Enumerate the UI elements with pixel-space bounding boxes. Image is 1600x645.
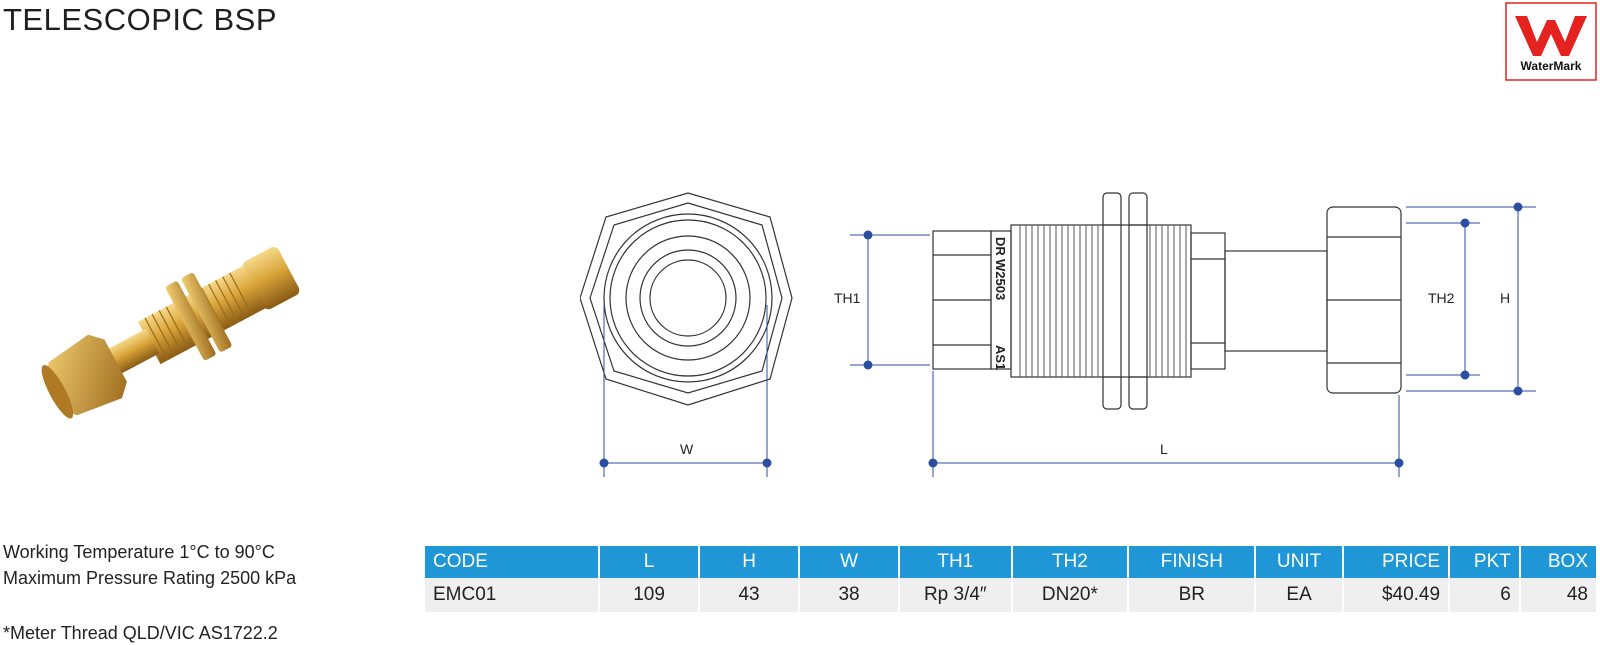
side-view — [932, 192, 1402, 410]
h-dimension — [1406, 202, 1536, 396]
cell-w: 38 — [800, 578, 899, 612]
watermark-logo: WaterMark — [1505, 2, 1597, 81]
cell-pkt: 6 — [1450, 578, 1519, 612]
cell-th2: DN20* — [1012, 578, 1128, 612]
marking-code: W2503 — [993, 259, 1008, 300]
marking-std: AS1 — [993, 345, 1008, 370]
l-dimension — [928, 371, 1404, 477]
page-title: TELESCOPIC BSP — [3, 2, 278, 37]
cell-l: 109 — [600, 578, 699, 612]
col-box: BOX — [1520, 546, 1596, 578]
col-pkt: PKT — [1450, 546, 1519, 578]
table-header-row: CODE L H W TH1 TH2 FINISH UNIT PRICE PKT… — [425, 546, 1596, 578]
cell-finish: BR — [1129, 578, 1255, 612]
th1-label: TH1 — [834, 290, 861, 306]
col-price: PRICE — [1343, 546, 1449, 578]
col-l: L — [600, 546, 699, 578]
meter-thread-note: *Meter Thread QLD/VIC AS1722.2 — [3, 623, 278, 643]
cell-h: 43 — [700, 578, 799, 612]
w-label: W — [680, 441, 694, 457]
col-th2: TH2 — [1012, 546, 1128, 578]
th2-label: TH2 — [1428, 290, 1455, 306]
cell-price: $40.49 — [1343, 578, 1449, 612]
cell-th1: Rp 3/4″ — [900, 578, 1011, 612]
col-th1: TH1 — [900, 546, 1011, 578]
l-label: L — [1160, 441, 1168, 457]
max-pressure: Maximum Pressure Rating 2500 kPa — [3, 568, 297, 588]
product-table: CODE L H W TH1 TH2 FINISH UNIT PRICE PKT… — [423, 546, 1598, 612]
col-unit: UNIT — [1256, 546, 1342, 578]
technical-drawing: W — [579, 185, 1590, 495]
cell-box: 48 — [1520, 578, 1596, 612]
marking-dr: DR — [993, 237, 1008, 256]
th1-dimension — [850, 230, 930, 370]
table-row: EMC01 109 43 38 Rp 3/4″ DN20* BR EA $40.… — [425, 578, 1596, 612]
working-temperature: Working Temperature 1°C to 90°C — [3, 542, 275, 562]
col-h: H — [700, 546, 799, 578]
h-label: H — [1500, 290, 1510, 306]
col-finish: FINISH — [1129, 546, 1255, 578]
cell-unit: EA — [1256, 578, 1342, 612]
end-view — [579, 192, 793, 406]
logo-text: WaterMark — [1521, 59, 1582, 73]
col-w: W — [800, 546, 899, 578]
col-code: CODE — [425, 546, 599, 578]
body-markings: DR W2503 AS1 — [993, 237, 1008, 370]
cell-code: EMC01 — [425, 578, 599, 612]
product-image — [25, 170, 345, 480]
th2-dimension — [1406, 218, 1480, 380]
w-dimension — [599, 305, 772, 477]
